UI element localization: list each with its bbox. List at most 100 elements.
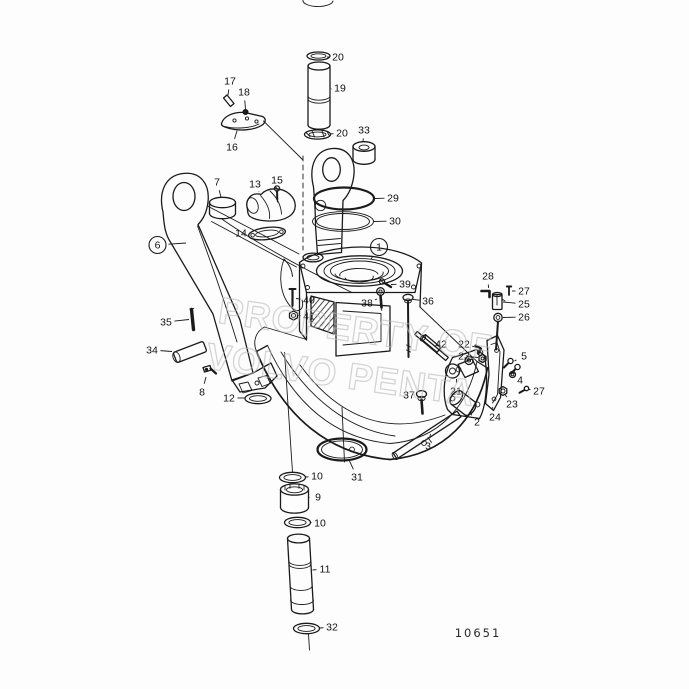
callout-22: 22	[458, 339, 478, 351]
callout-15: 15	[271, 175, 283, 187]
part-number-label: 42	[435, 339, 447, 351]
screw-part27-right	[518, 385, 530, 394]
part-number-label: 3	[425, 441, 431, 453]
pivot-stack	[278, 352, 321, 651]
figure-number: 10651	[455, 626, 502, 640]
callout-6: 6	[148, 235, 187, 255]
part-number-label: 10	[311, 471, 323, 483]
shift-plate-part2	[443, 348, 488, 420]
callout-9: 9	[308, 492, 321, 504]
cover-part13	[246, 188, 296, 222]
washer-part26	[493, 312, 503, 323]
pin-part28	[480, 289, 491, 299]
part-number-label: 28	[482, 271, 494, 283]
fitting-part8	[202, 364, 218, 375]
callout-18: 18	[238, 87, 250, 110]
callout-25: 25	[502, 299, 530, 311]
callout-3: 3	[425, 433, 431, 453]
part-number-label: 1	[376, 242, 382, 254]
bolt-part37	[415, 389, 428, 415]
shift-mechanism	[443, 285, 530, 420]
callout-24: 24	[489, 406, 501, 424]
callout-34: 34	[146, 345, 173, 357]
screw-part40	[288, 287, 297, 310]
oring-part12	[244, 392, 272, 405]
gimbal-housing-part1	[254, 246, 489, 461]
watermark: PROPERTY OF VOLVO PENTA	[203, 289, 495, 414]
callout-7: 7	[214, 177, 222, 198]
part-number-label: 34	[146, 345, 158, 357]
part-number-label: 32	[326, 622, 338, 634]
part-number-label: 36	[422, 296, 434, 308]
callout-40: 40	[295, 295, 315, 307]
part-number-label: 25	[518, 299, 530, 311]
part-number-label: 13	[249, 179, 261, 191]
part-number-label: 20	[336, 128, 348, 140]
oring-part32	[292, 622, 321, 635]
part-number-label: 18	[238, 87, 250, 99]
part-number-label: 31	[351, 472, 363, 484]
callout-26: 26	[502, 312, 530, 324]
callout-29: 29	[373, 193, 399, 205]
screw-part39	[378, 278, 393, 289]
part-number-label: 4	[517, 375, 523, 387]
part-number-label: 41	[303, 311, 315, 323]
part-number-label: 2	[474, 417, 480, 429]
part-number-label: 22	[458, 339, 470, 351]
yoke-arm	[311, 147, 355, 256]
washer-part10-lower	[283, 516, 312, 529]
part-number-label: 5	[521, 351, 527, 363]
callout-10: 10	[310, 518, 326, 530]
housing-window	[310, 295, 335, 335]
roller-bushing	[449, 390, 477, 416]
cap-part7	[208, 196, 237, 220]
callout-10: 10	[305, 471, 323, 483]
part-number-label: 24	[489, 412, 501, 424]
callout-31: 31	[349, 460, 363, 484]
callout-39: 39	[390, 279, 411, 291]
part-number-label: 37	[403, 390, 415, 402]
callout-17: 17	[224, 76, 236, 96]
trim-cylinder-part19	[303, 51, 332, 140]
bushing-part33	[352, 141, 376, 165]
callout-23: 23	[504, 394, 518, 411]
bushing-part9	[279, 483, 310, 514]
placement-line	[222, 219, 353, 293]
part-number-label: 29	[387, 193, 399, 205]
part-number-label: 38	[361, 298, 373, 310]
callout-14: 14	[235, 228, 247, 240]
callout-13: 13	[249, 179, 261, 193]
part-number-label: 23	[506, 399, 518, 411]
part-number-label: 11	[320, 564, 331, 576]
part-number-label: 19	[334, 83, 346, 95]
mounting-plate-part16	[220, 94, 304, 251]
callout-16: 16	[226, 130, 238, 154]
artwork-layer	[160, 51, 530, 651]
pin-part17	[222, 94, 235, 108]
part-number-label: 16	[226, 142, 238, 154]
callout-23: 23	[458, 351, 479, 363]
callout-36: 36	[412, 296, 434, 308]
part-number-label: 39	[399, 279, 411, 291]
callout-2: 2	[469, 412, 480, 429]
part-number-label: 35	[160, 317, 172, 329]
part-number-label: 30	[389, 216, 401, 228]
callout-42: 42	[435, 339, 447, 355]
part-number-label: 17	[224, 76, 236, 88]
part-number-label: 33	[358, 125, 370, 137]
pivot-pin-part11	[286, 533, 315, 615]
part-number-label: 14	[235, 228, 247, 240]
screw-part15	[273, 185, 281, 203]
callout-27: 27	[528, 386, 545, 398]
callout-19: 19	[330, 83, 346, 95]
sleeve-part25	[491, 291, 506, 311]
fork-bottom-bracket	[231, 362, 278, 393]
washer-part4	[508, 370, 517, 379]
steering-fork-part6	[160, 172, 304, 394]
part-number-label: 27	[533, 386, 545, 398]
callout-4: 4	[513, 372, 523, 387]
callout-1: 1	[369, 237, 389, 260]
